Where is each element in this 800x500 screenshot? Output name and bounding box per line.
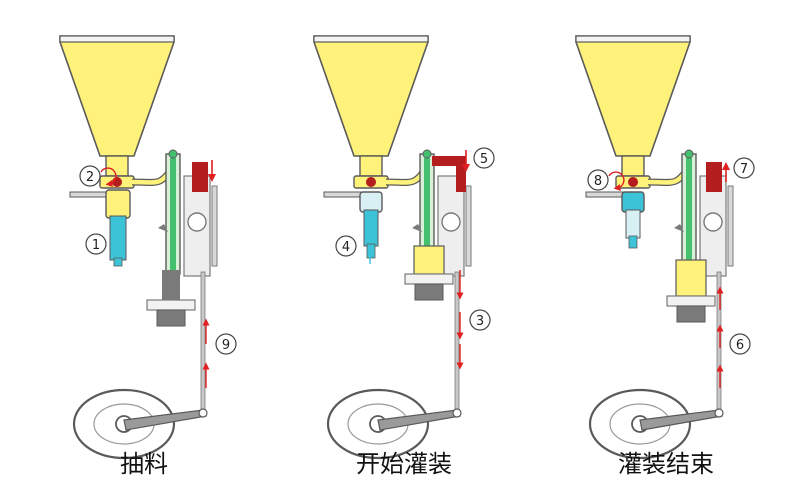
lift-column <box>162 270 180 300</box>
marker-label: 9 <box>222 338 230 353</box>
stage-3-filling-end: 8 7 6 <box>576 36 755 458</box>
marker-label: 2 <box>86 170 94 185</box>
marker-label: 6 <box>736 338 744 353</box>
dosing-chamber <box>621 191 645 213</box>
container <box>413 245 445 275</box>
marker-label: 8 <box>594 174 602 189</box>
marker-2: 2 <box>79 165 117 187</box>
valve-block <box>706 162 722 192</box>
marker-label: 5 <box>480 152 488 167</box>
marker-7: 7 <box>733 157 755 179</box>
caption-stage-1: 抽料 <box>120 450 168 478</box>
stage-2-filling-start: 5 4 3 <box>314 36 495 458</box>
marker-5: 4 <box>335 235 357 257</box>
valve-block <box>192 162 208 192</box>
marker-1: 1 <box>85 233 107 255</box>
marker-4: 5 <box>473 147 495 169</box>
dosing-chamber <box>105 189 131 219</box>
marker-label: 1 <box>92 238 100 253</box>
nozzle-piston <box>109 215 127 261</box>
stage-1-suction: 2 1 9 <box>60 36 237 458</box>
valve-elbow <box>432 156 466 192</box>
marker-label: 3 <box>476 314 484 329</box>
caption-stage-3: 灌装结束 <box>618 450 714 478</box>
caption-stage-2: 开始灌装 <box>356 450 452 478</box>
marker-3: 3 <box>469 309 491 331</box>
container <box>675 259 707 297</box>
marker-6: 6 <box>729 333 751 355</box>
dosing-chamber <box>359 191 383 213</box>
marker-8: 8 <box>587 169 625 191</box>
marker-label: 4 <box>342 240 350 255</box>
nozzle-piston <box>625 209 641 239</box>
marker-label: 7 <box>740 162 748 177</box>
marker-9: 9 <box>215 333 237 355</box>
nozzle-piston <box>363 209 379 247</box>
